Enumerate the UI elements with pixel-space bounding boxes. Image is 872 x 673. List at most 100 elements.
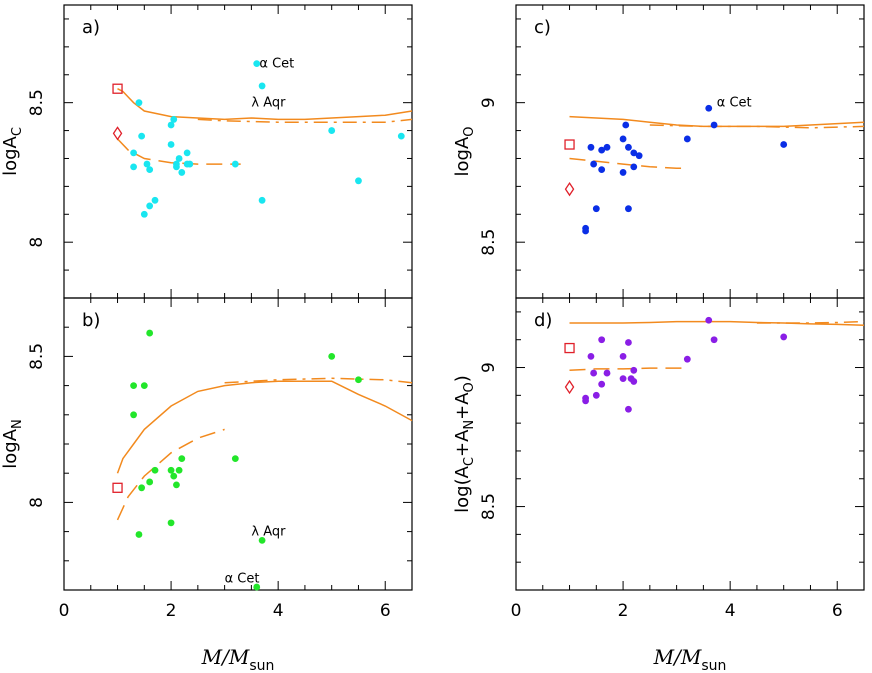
star-point — [186, 160, 194, 168]
star-point — [231, 455, 239, 462]
star-point — [167, 141, 175, 148]
star-point — [167, 519, 175, 527]
panel-label: a) — [82, 17, 100, 38]
star-point — [146, 329, 154, 337]
x-tick-label: 6 — [832, 601, 843, 621]
star-point — [183, 149, 191, 157]
star-point — [258, 536, 266, 544]
star-point — [598, 336, 606, 344]
model-curve-dashdot — [756, 320, 865, 324]
star-point — [780, 141, 788, 148]
star-point — [619, 375, 627, 383]
star-point — [130, 149, 138, 157]
star-point — [130, 382, 138, 389]
star-point — [630, 163, 638, 171]
star-point — [258, 196, 266, 204]
model-curve-solid — [117, 88, 413, 121]
star-point — [146, 202, 154, 210]
plot-frame — [63, 297, 413, 591]
star-point — [178, 169, 186, 176]
star-point — [582, 227, 589, 235]
y-axis-label: logAN — [0, 419, 25, 469]
star-point — [140, 210, 148, 218]
star-point — [138, 484, 146, 492]
star-point — [167, 466, 175, 474]
star-point — [328, 353, 336, 360]
star-point — [175, 466, 183, 474]
star-point — [587, 353, 595, 360]
y-tick-label: 8.5 — [27, 343, 47, 370]
star-point — [592, 205, 600, 213]
star-point — [258, 82, 266, 90]
star-point — [603, 143, 611, 151]
star-point — [625, 339, 632, 346]
star-point — [140, 382, 148, 389]
star-point — [151, 466, 159, 474]
model-curve-solid — [116, 380, 413, 474]
y-axis-label: log(AC+AN+AO) — [452, 375, 477, 513]
plot-frame — [515, 297, 865, 591]
star-annotation: α Cet — [259, 57, 294, 72]
model-curve-dashed — [116, 138, 241, 165]
sun-square-marker — [564, 139, 575, 150]
star-point — [135, 531, 143, 538]
x-tick-label: 0 — [511, 601, 522, 621]
x-tick-label: 4 — [725, 601, 736, 621]
star-point — [619, 135, 627, 143]
star-point — [590, 369, 598, 377]
sun-diamond-marker — [564, 181, 575, 197]
star-point — [598, 166, 606, 174]
model-curve-dashed — [116, 428, 225, 521]
star-point — [582, 397, 589, 405]
star-point — [625, 205, 632, 213]
star-point — [173, 481, 180, 489]
star-annotation: α Cet — [717, 96, 752, 111]
model-curve-dashdot — [224, 377, 413, 384]
y-tick-label: 8.5 — [27, 89, 47, 116]
y-axis-label: logAO — [452, 127, 477, 177]
star-point — [130, 411, 138, 419]
star-point — [178, 455, 186, 462]
star-annotation: λ Aqr — [251, 96, 286, 111]
star-point — [635, 152, 643, 160]
star-point — [328, 127, 336, 134]
y-tick-label: 8.5 — [479, 229, 499, 256]
x-axis-label: M/Msun — [653, 645, 727, 673]
star-point — [598, 380, 606, 388]
x-tick-label: 4 — [273, 601, 284, 621]
y-tick-label: 8 — [27, 497, 47, 508]
star-point — [355, 376, 362, 384]
star-point — [397, 132, 405, 140]
star-point — [710, 336, 718, 344]
star-point — [625, 143, 632, 151]
star-annotation: λ Aqr — [251, 525, 286, 540]
panel-label: c) — [534, 17, 551, 38]
star-point — [130, 163, 138, 171]
star-point — [598, 146, 606, 154]
x-axis-label: M/Msun — [201, 645, 275, 673]
sun-diamond-marker — [112, 126, 123, 141]
star-point — [587, 143, 595, 151]
sun-square-marker — [112, 482, 123, 493]
model-curve-dashdot — [197, 118, 413, 123]
star-point — [630, 366, 638, 374]
star-point — [590, 160, 598, 168]
model-curve-dashed — [569, 157, 688, 169]
star-point — [625, 405, 632, 413]
star-point — [135, 99, 143, 107]
sun-square-marker — [564, 342, 575, 354]
y-tick-label: 8 — [27, 237, 47, 248]
star-point — [780, 333, 788, 341]
x-tick-label: 2 — [618, 601, 629, 621]
model-curve-solid — [569, 320, 865, 327]
plot-frame — [515, 4, 865, 299]
star-point — [175, 155, 183, 162]
star-point — [683, 135, 691, 143]
star-point — [622, 121, 630, 129]
star-point — [710, 121, 718, 129]
model-curve-dashdot — [649, 124, 865, 129]
